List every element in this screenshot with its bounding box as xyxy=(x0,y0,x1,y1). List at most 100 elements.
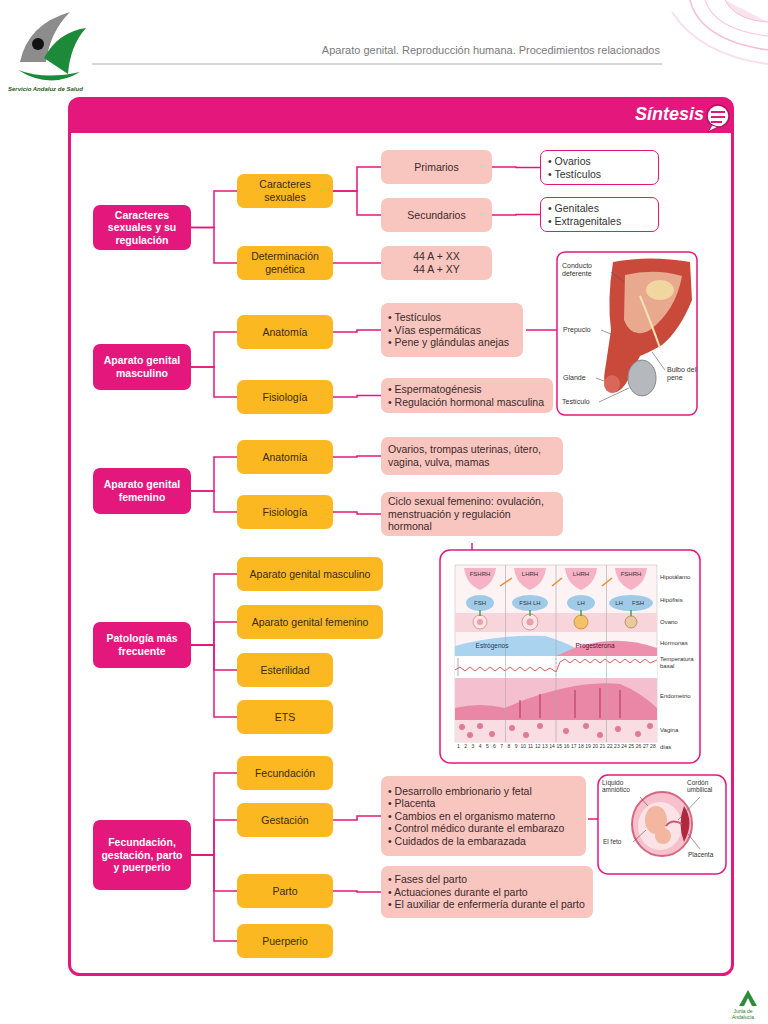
node-text: Primarios xyxy=(414,161,458,174)
label: 4 xyxy=(477,744,484,750)
menstrual-cycle-chart-part xyxy=(537,723,543,729)
node-text: Secundarios xyxy=(407,209,465,222)
node-text: • Desarrollo embrionario y fetal xyxy=(388,785,532,798)
label: 10 xyxy=(520,744,527,750)
pregnancy-illustration-part xyxy=(638,802,682,850)
node-text: Aparato genital femenino xyxy=(252,616,369,629)
subtopic-box: Anatomía xyxy=(237,440,333,474)
pregnancy-illustration-part xyxy=(655,828,671,844)
menstrual-cycle-chart-part xyxy=(647,723,653,729)
pregnancy-illustration-part xyxy=(598,775,726,874)
menstrual-cycle-chart-part xyxy=(565,568,597,590)
topic-box: Patología más frecuente xyxy=(93,622,191,668)
corner-swirl-part xyxy=(672,12,768,64)
connector xyxy=(333,191,381,215)
node-text: • Actuaciones durante el parto xyxy=(388,886,528,899)
label: Endometrio xyxy=(660,693,700,700)
health-service-logo xyxy=(18,12,86,81)
subtopic-box: Caracteres sexuales xyxy=(237,174,333,208)
detail-box: Ovarios, trompas uterinas, útero, vagina… xyxy=(381,437,563,475)
label: 3 xyxy=(469,744,476,750)
label: 27 xyxy=(642,744,649,750)
speech-icon-part xyxy=(708,125,718,132)
menstrual-cycle-chart-part xyxy=(567,595,595,611)
subtopic-box: Anatomía xyxy=(237,315,333,349)
label: 1 xyxy=(455,744,462,750)
connector xyxy=(333,816,381,820)
node-text: Ciclo sexual femenino: ovulación, menstr… xyxy=(388,495,556,533)
panel-title: Síntesis xyxy=(635,104,704,125)
speech-icon xyxy=(707,105,729,132)
detail-box: • Genitales• Extragenitales xyxy=(540,197,659,232)
topic-box: Caracteres sexuales y su regulación xyxy=(93,205,191,250)
node-text: 44 A + XY xyxy=(413,263,459,276)
leader-line-part xyxy=(471,543,473,550)
connector xyxy=(191,622,237,645)
pregnancy-illustration xyxy=(598,775,726,874)
label: Junta de Andalucía xyxy=(722,1009,764,1021)
label: 5 xyxy=(484,744,491,750)
node-text: • Regulación hormonal masculina xyxy=(388,396,544,409)
menstrual-cycle-chart-part xyxy=(563,728,569,734)
connector xyxy=(191,367,237,397)
connector xyxy=(492,214,540,216)
label: Aparato genital. Reproducción humana. Pr… xyxy=(290,44,660,57)
subtopic-box: Fecundación xyxy=(237,756,333,790)
label: Vagina xyxy=(660,727,700,734)
summary-panel xyxy=(70,99,733,975)
node-text: • Control médico durante el embarazo xyxy=(388,822,564,835)
label: 20 xyxy=(592,744,599,750)
node-text: • Extragenitales xyxy=(548,215,621,228)
menstrual-cycle-chart-part xyxy=(615,568,647,590)
male-anatomy-illustration-part xyxy=(624,272,682,334)
leader-line-part xyxy=(588,818,598,820)
node-text: Fisiología xyxy=(263,391,308,404)
speech-icon-part xyxy=(707,105,729,127)
label: 2 xyxy=(462,744,469,750)
menstrual-cycle-chart-part xyxy=(514,568,546,590)
summary-panel-part xyxy=(70,99,733,975)
label: 13 xyxy=(541,744,548,750)
detail-box: • Ovarios• Testículos xyxy=(540,150,659,185)
label: LHRH xyxy=(567,571,595,578)
node-text: • Pene y glándulas anejas xyxy=(388,336,509,349)
label: 22 xyxy=(606,744,613,750)
label: 17 xyxy=(570,744,577,750)
node-text: Fisiología xyxy=(263,506,308,519)
connector xyxy=(191,491,237,512)
menstrual-cycle-chart-part xyxy=(500,578,612,586)
node-text: Aparato genital femenino xyxy=(100,478,184,503)
node-text: Anatomía xyxy=(263,326,308,339)
menstrual-cycle-chart-part xyxy=(458,658,459,676)
connector xyxy=(333,456,381,457)
menstrual-cycle-chart xyxy=(440,550,700,763)
menstrual-cycle-chart-part xyxy=(609,595,653,611)
node-text: Determinación genética xyxy=(244,250,326,275)
male-anatomy-illustration-part xyxy=(611,272,624,282)
node-text: Parto xyxy=(272,885,297,898)
connector xyxy=(191,228,237,264)
connector xyxy=(191,820,237,855)
menstrual-cycle-chart-part xyxy=(635,731,641,737)
label: 18 xyxy=(577,744,584,750)
menstrual-cycle-chart-part xyxy=(522,614,538,630)
corner-swirl-part xyxy=(725,0,768,22)
label: Líquido amniótico xyxy=(602,779,642,794)
connector xyxy=(333,262,381,264)
node-text: • Espermatogénesis xyxy=(388,383,482,396)
menstrual-cycle-chart-part xyxy=(473,615,487,629)
node-text: • El auxiliar de enfermería durante el p… xyxy=(388,898,585,911)
menstrual-cycle-chart-part xyxy=(615,726,621,732)
pregnancy-illustration-part xyxy=(688,834,700,849)
menstrual-cycle-chart-part xyxy=(477,619,483,625)
label: 24 xyxy=(621,744,628,750)
node-text: 44 A + XX xyxy=(413,250,459,263)
detail-box: Ciclo sexual femenino: ovulación, menstr… xyxy=(381,492,563,536)
label: 25 xyxy=(628,744,635,750)
detail-box: 44 A + XX44 A + XY xyxy=(381,246,492,280)
node-text: Fecundación, gestación, parto y puerperi… xyxy=(100,836,184,874)
menstrual-cycle-chart-part xyxy=(440,550,700,763)
male-anatomy-illustration-part xyxy=(640,296,660,348)
government-logo xyxy=(739,990,757,1006)
menstrual-cycle-chart-part xyxy=(489,731,495,737)
